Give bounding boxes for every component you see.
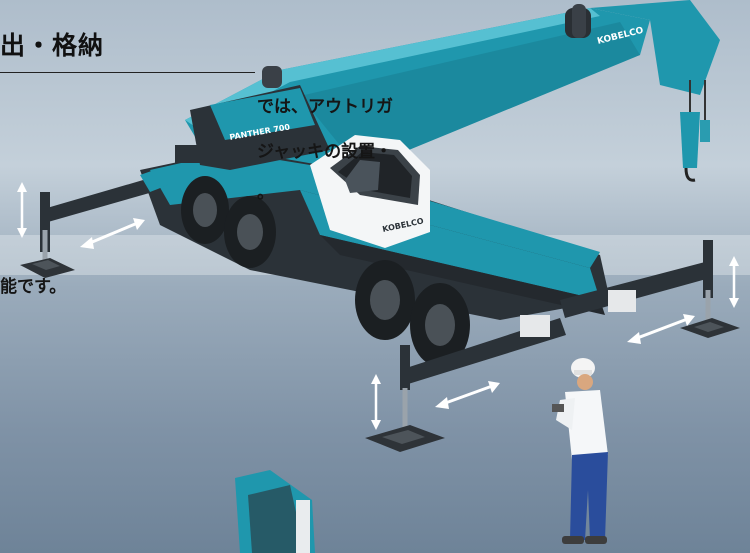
operator-cab: KOBELCO <box>310 135 430 248</box>
body-text-line-1: では、アウトリガ <box>257 97 393 117</box>
title-underline <box>0 72 255 73</box>
outrigger-front-right <box>560 240 740 338</box>
wheels <box>181 176 470 367</box>
operator-person <box>552 358 608 544</box>
body-text-line-3: 。 <box>257 183 274 203</box>
jack-arrows <box>17 182 739 430</box>
body-text-line-4: 能です。 <box>0 277 67 297</box>
page-title: 出・格納 <box>0 31 105 60</box>
extend-arrows <box>80 218 695 409</box>
secondary-crane <box>235 470 315 553</box>
outrigger-rear-left <box>20 168 168 278</box>
body-text-line-2: ジャッキの設置・ <box>257 142 393 162</box>
outrigger-front-left <box>365 315 566 452</box>
